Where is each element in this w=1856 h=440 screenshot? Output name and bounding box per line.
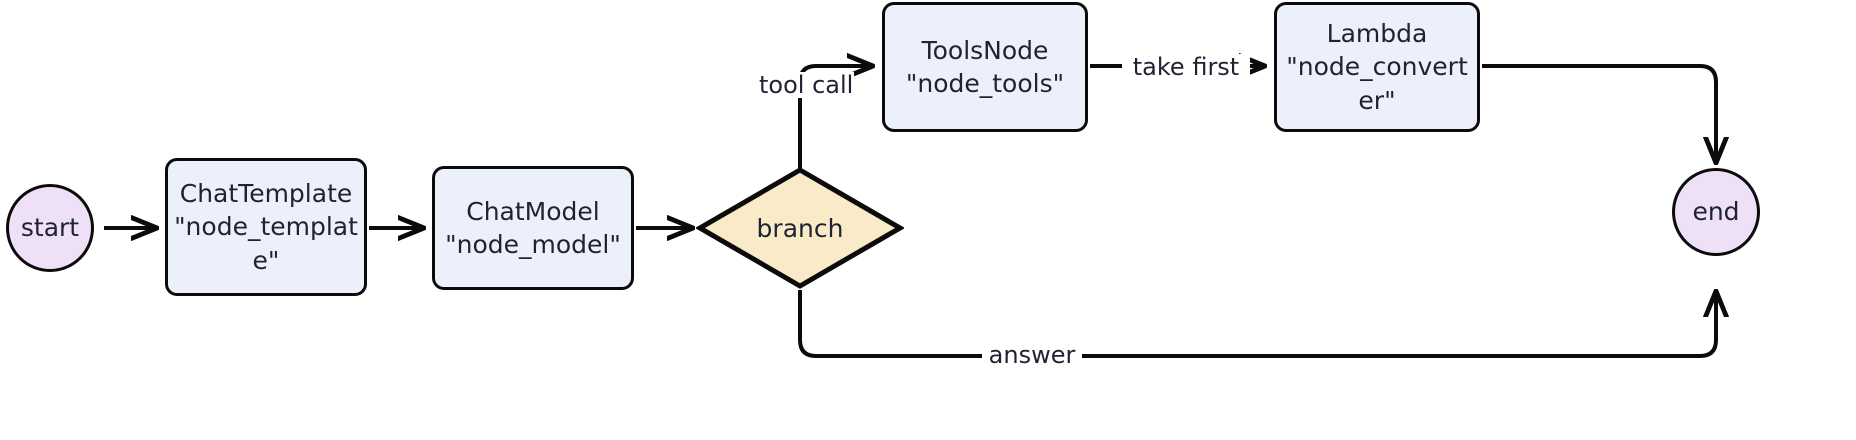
node-chat-model[interactable]: ChatModel "node_model" (432, 166, 634, 290)
edge-label-tool-call: tool call (756, 72, 854, 98)
branch-diamond-shape (695, 167, 905, 289)
edge-branch-to-end (798, 290, 1716, 358)
node-chat-template-label: ChatTemplate "node_templat e" (174, 179, 358, 275)
node-lambda-label: Lambda "node_convert er" (1286, 19, 1468, 115)
node-tools-label: ToolsNode "node_tools" (905, 35, 1065, 98)
node-lambda[interactable]: Lambda "node_convert er" (1274, 2, 1480, 132)
edge-lambda-to-end (1482, 64, 1716, 162)
node-tools[interactable]: ToolsNode "node_tools" (882, 2, 1088, 132)
node-start-label: start (20, 213, 80, 242)
node-branch[interactable]: branch (695, 166, 905, 290)
node-start[interactable]: start (6, 184, 94, 272)
edge-label-answer: answer (982, 342, 1082, 368)
node-chat-model-label: ChatModel "node_model" (445, 196, 621, 259)
edge-label-take-first: take first (1122, 54, 1250, 80)
node-chat-template[interactable]: ChatTemplate "node_templat e" (165, 158, 367, 296)
node-end-label: end (1692, 197, 1740, 226)
node-end[interactable]: end (1672, 168, 1760, 256)
